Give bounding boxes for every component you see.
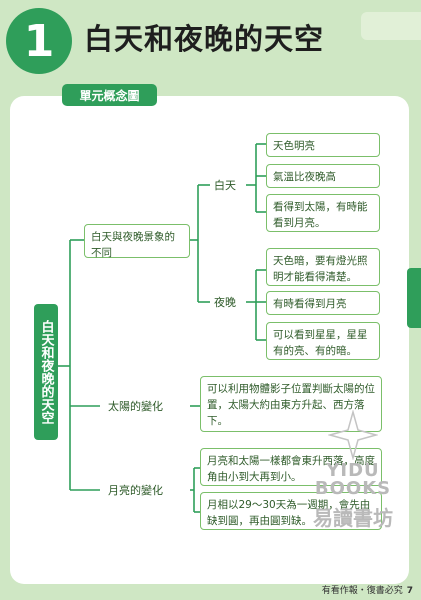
- side-tab: [407, 268, 421, 328]
- day-night-group-node: 白天與夜晚景象的不同: [84, 224, 190, 259]
- publisher-watermark: YIDU BOOKS 易讀書坊: [313, 460, 393, 531]
- sun-fact: 可以利用物體影子位置判斷太陽的位置，太陽大約由東方升起、西方落下。: [200, 376, 382, 432]
- day-fact-3: 看得到太陽，有時能看到月亮。: [266, 194, 380, 232]
- root-node: 白天和夜晚的天空: [34, 304, 58, 440]
- page-number: 7: [406, 586, 413, 596]
- moon-fact-2: 月相以29～30天為一週期，會先由缺到圓，再由圓到缺。: [200, 492, 382, 530]
- chapter-number-badge: 1: [6, 8, 72, 74]
- night-fact-2: 有時看得到月亮: [266, 291, 380, 315]
- day-fact-1: 天色明亮: [266, 133, 380, 157]
- panel-label: 單元概念圖: [62, 84, 157, 106]
- moon-change-label: 月亮的變化: [108, 484, 163, 497]
- chapter-title: 白天和夜晚的天空: [84, 22, 325, 56]
- sun-change-label: 太陽的變化: [108, 400, 163, 413]
- background-tab: [361, 12, 421, 40]
- night-label: 夜晚: [214, 296, 236, 309]
- day-label: 白天: [214, 179, 236, 192]
- night-fact-1: 天色暗，要有燈光照明才能看得清楚。: [266, 248, 380, 286]
- night-fact-3: 可以看到星星，星星有的亮、有的暗。: [266, 322, 380, 360]
- watermark-star-icon: [328, 410, 378, 460]
- footer-text: 有看作報・復書必究: [321, 586, 403, 596]
- day-fact-2: 氣溫比夜晚高: [266, 164, 380, 188]
